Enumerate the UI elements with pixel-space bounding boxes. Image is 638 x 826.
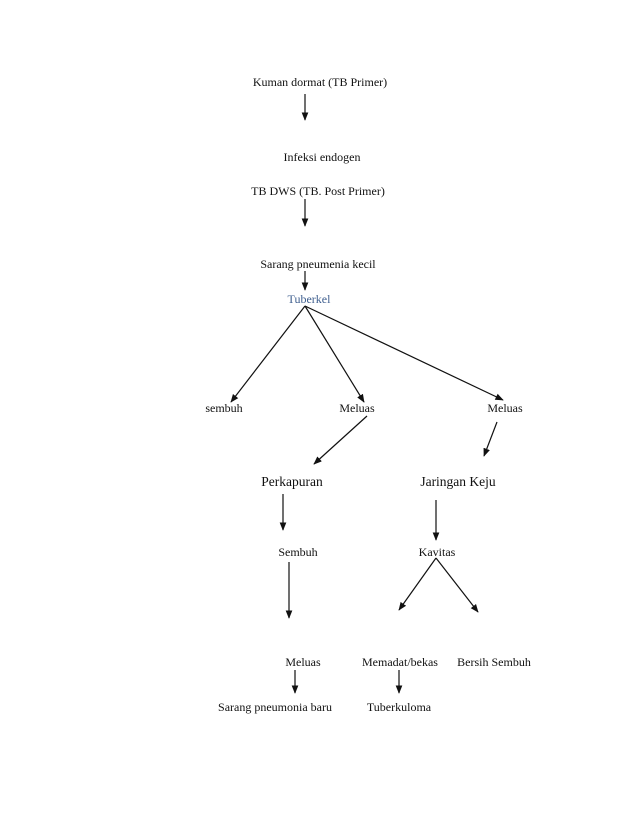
node-sembuh-left: sembuh — [205, 401, 243, 415]
node-tuberkuloma: Tuberkuloma — [366, 700, 432, 714]
node-sarang-pneumenia: Sarang pneumenia kecil — [260, 257, 376, 271]
node-memadat-bekas: Memadat/bekas — [362, 655, 438, 669]
node-meluas-mid: Meluas — [339, 401, 375, 415]
node-meluas-bottom: Meluas — [285, 655, 321, 669]
arrow-kavitas-to-bersih — [435, 557, 479, 613]
node-sembuh-mid: Sembuh — [278, 545, 318, 559]
arrow-tuberkel-to-sembuh — [230, 305, 306, 403]
node-kuman-dormat: Kuman dormat (TB Primer) — [252, 75, 388, 89]
node-infeksi-endogen: Infeksi endogen — [283, 150, 361, 164]
node-kavitas: Kavitas — [418, 545, 456, 559]
node-tb-dws: TB DWS (TB. Post Primer) — [251, 184, 385, 198]
node-meluas-right: Meluas — [487, 401, 523, 415]
arrow-tuberkel-to-meluas-right — [304, 305, 504, 401]
arrow-kavitas-to-memadat — [398, 557, 437, 611]
node-bersih-sembuh: Bersih Sembuh — [457, 655, 531, 669]
node-perkapuran: Perkapuran — [261, 474, 323, 489]
arrow-meluas-to-jaringan — [483, 421, 498, 457]
node-tuberkel: Tuberkel — [287, 292, 331, 306]
node-jaringan-keju: Jaringan Keju — [420, 474, 496, 489]
node-sarang-pneumonia-baru: Sarang pneumonia baru — [218, 700, 332, 714]
arrow-tuberkel-to-meluas-mid — [304, 305, 365, 403]
arrow-meluas-to-perkapuran — [313, 415, 368, 465]
